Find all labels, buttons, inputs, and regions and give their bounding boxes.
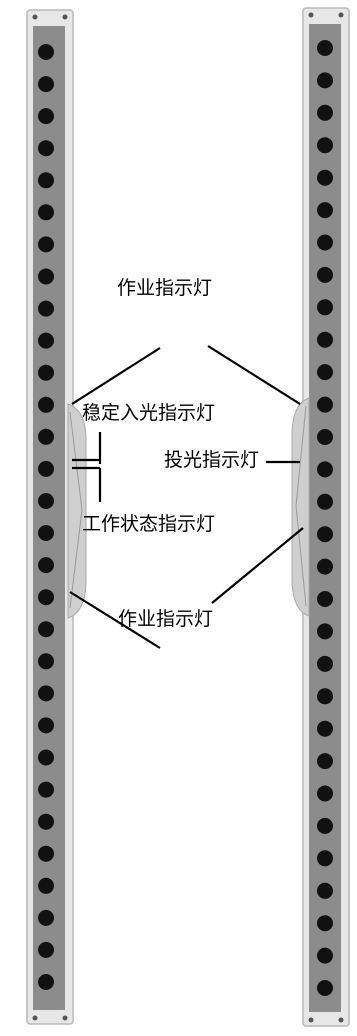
receiver-led xyxy=(38,813,54,830)
emitter-led xyxy=(317,591,333,607)
emitter-led xyxy=(317,493,333,510)
receiver-bottom-screw xyxy=(62,1015,68,1021)
emitter-led xyxy=(317,299,333,316)
emitter-bar xyxy=(302,7,350,1027)
receiver-led xyxy=(38,974,54,990)
receiver-led xyxy=(38,653,54,670)
receiver-led xyxy=(38,493,54,509)
emitter-led xyxy=(317,396,333,413)
emitter-led xyxy=(317,234,333,251)
receiver-led xyxy=(38,781,54,798)
emitter-led xyxy=(317,104,333,121)
receiver-led xyxy=(38,557,54,574)
emitter-top-screw xyxy=(308,12,314,18)
label-top-indicator: 作业指示灯 xyxy=(117,277,213,299)
receiver-top-screw xyxy=(62,14,68,20)
receiver-bottom-screw xyxy=(32,1015,38,1021)
emitter-led xyxy=(317,202,333,219)
emitter-led xyxy=(317,40,333,56)
receiver-bracket-shape xyxy=(67,403,87,619)
receiver-led xyxy=(38,140,54,157)
emitter-bracket-shape xyxy=(291,397,310,617)
emitter-led xyxy=(317,364,333,381)
receiver-led xyxy=(38,460,54,477)
leader-lines xyxy=(69,345,304,649)
receiver-led xyxy=(38,909,54,926)
emitter-led xyxy=(317,850,333,867)
emitter-top-screw xyxy=(338,12,344,18)
label-bottom-indicator: 作业指示灯 xyxy=(118,608,214,630)
receiver-top-screw xyxy=(32,14,38,20)
emitter-led xyxy=(317,558,333,575)
label-stable-light: 稳定入光指示灯 xyxy=(82,402,216,424)
receiver-led-column xyxy=(38,44,54,990)
receiver-led xyxy=(38,204,54,221)
receiver-led xyxy=(38,525,54,541)
emitter-led xyxy=(317,331,333,348)
receiver-led xyxy=(38,877,54,894)
receiver-led xyxy=(38,589,54,606)
emitter-led xyxy=(317,623,333,640)
receiver-led xyxy=(38,621,54,638)
receiver-led xyxy=(38,76,54,93)
receiver-led xyxy=(38,428,54,445)
receiver-led xyxy=(38,396,54,413)
emitter-led xyxy=(317,817,333,834)
bottom-indicator-leader-right xyxy=(211,527,304,604)
emitter-bracket-crease xyxy=(295,505,307,607)
emitter-led xyxy=(317,169,333,186)
receiver-bracket xyxy=(67,403,87,619)
emitter-led xyxy=(317,915,333,932)
receiver-led xyxy=(38,717,54,734)
emitter-led xyxy=(317,785,333,802)
emitter-led xyxy=(317,429,333,445)
emitter-led xyxy=(317,947,333,964)
receiver-led xyxy=(38,941,54,958)
bottom-indicator-leader-left xyxy=(69,591,161,649)
receiver-led xyxy=(38,236,54,253)
emitter-led xyxy=(317,266,333,283)
receiver-led xyxy=(38,749,54,766)
emitter-led xyxy=(317,753,333,770)
receiver-led xyxy=(38,685,54,702)
emitter-led xyxy=(317,137,333,154)
emitter-bottom-screw xyxy=(338,1017,344,1023)
emitter-led xyxy=(317,688,333,705)
emitter-led xyxy=(317,526,333,543)
receiver-lens-strip xyxy=(33,26,65,1010)
emitter-led xyxy=(317,980,333,996)
emitter-led xyxy=(317,461,333,478)
receiver-bracket-crease xyxy=(69,509,83,609)
emitter-bracket-crease xyxy=(295,405,307,507)
emitter-led xyxy=(317,720,333,737)
receiver-led xyxy=(38,268,54,285)
emitter-bottom-screw xyxy=(308,1017,314,1023)
receiver-led xyxy=(38,44,54,60)
emitter-led xyxy=(317,655,333,672)
receiver-led xyxy=(38,332,54,349)
emitter-bracket xyxy=(291,397,310,617)
label-emit-light: 投光指示灯 xyxy=(164,449,260,471)
receiver-led xyxy=(38,845,54,862)
emitter-led-column xyxy=(317,40,333,996)
top-indicator-leader-right xyxy=(207,345,301,405)
top-indicator-leader-left xyxy=(71,347,161,405)
receiver-led xyxy=(38,364,54,381)
receiver-led xyxy=(38,172,54,189)
receiver-led xyxy=(38,108,54,125)
receiver-led xyxy=(38,300,54,317)
emitter-led xyxy=(317,72,333,89)
label-work-status: 工作状态指示灯 xyxy=(82,513,216,535)
emitter-led xyxy=(317,882,333,899)
receiver-bar xyxy=(26,9,74,1025)
emitter-lens-strip xyxy=(309,24,341,1012)
